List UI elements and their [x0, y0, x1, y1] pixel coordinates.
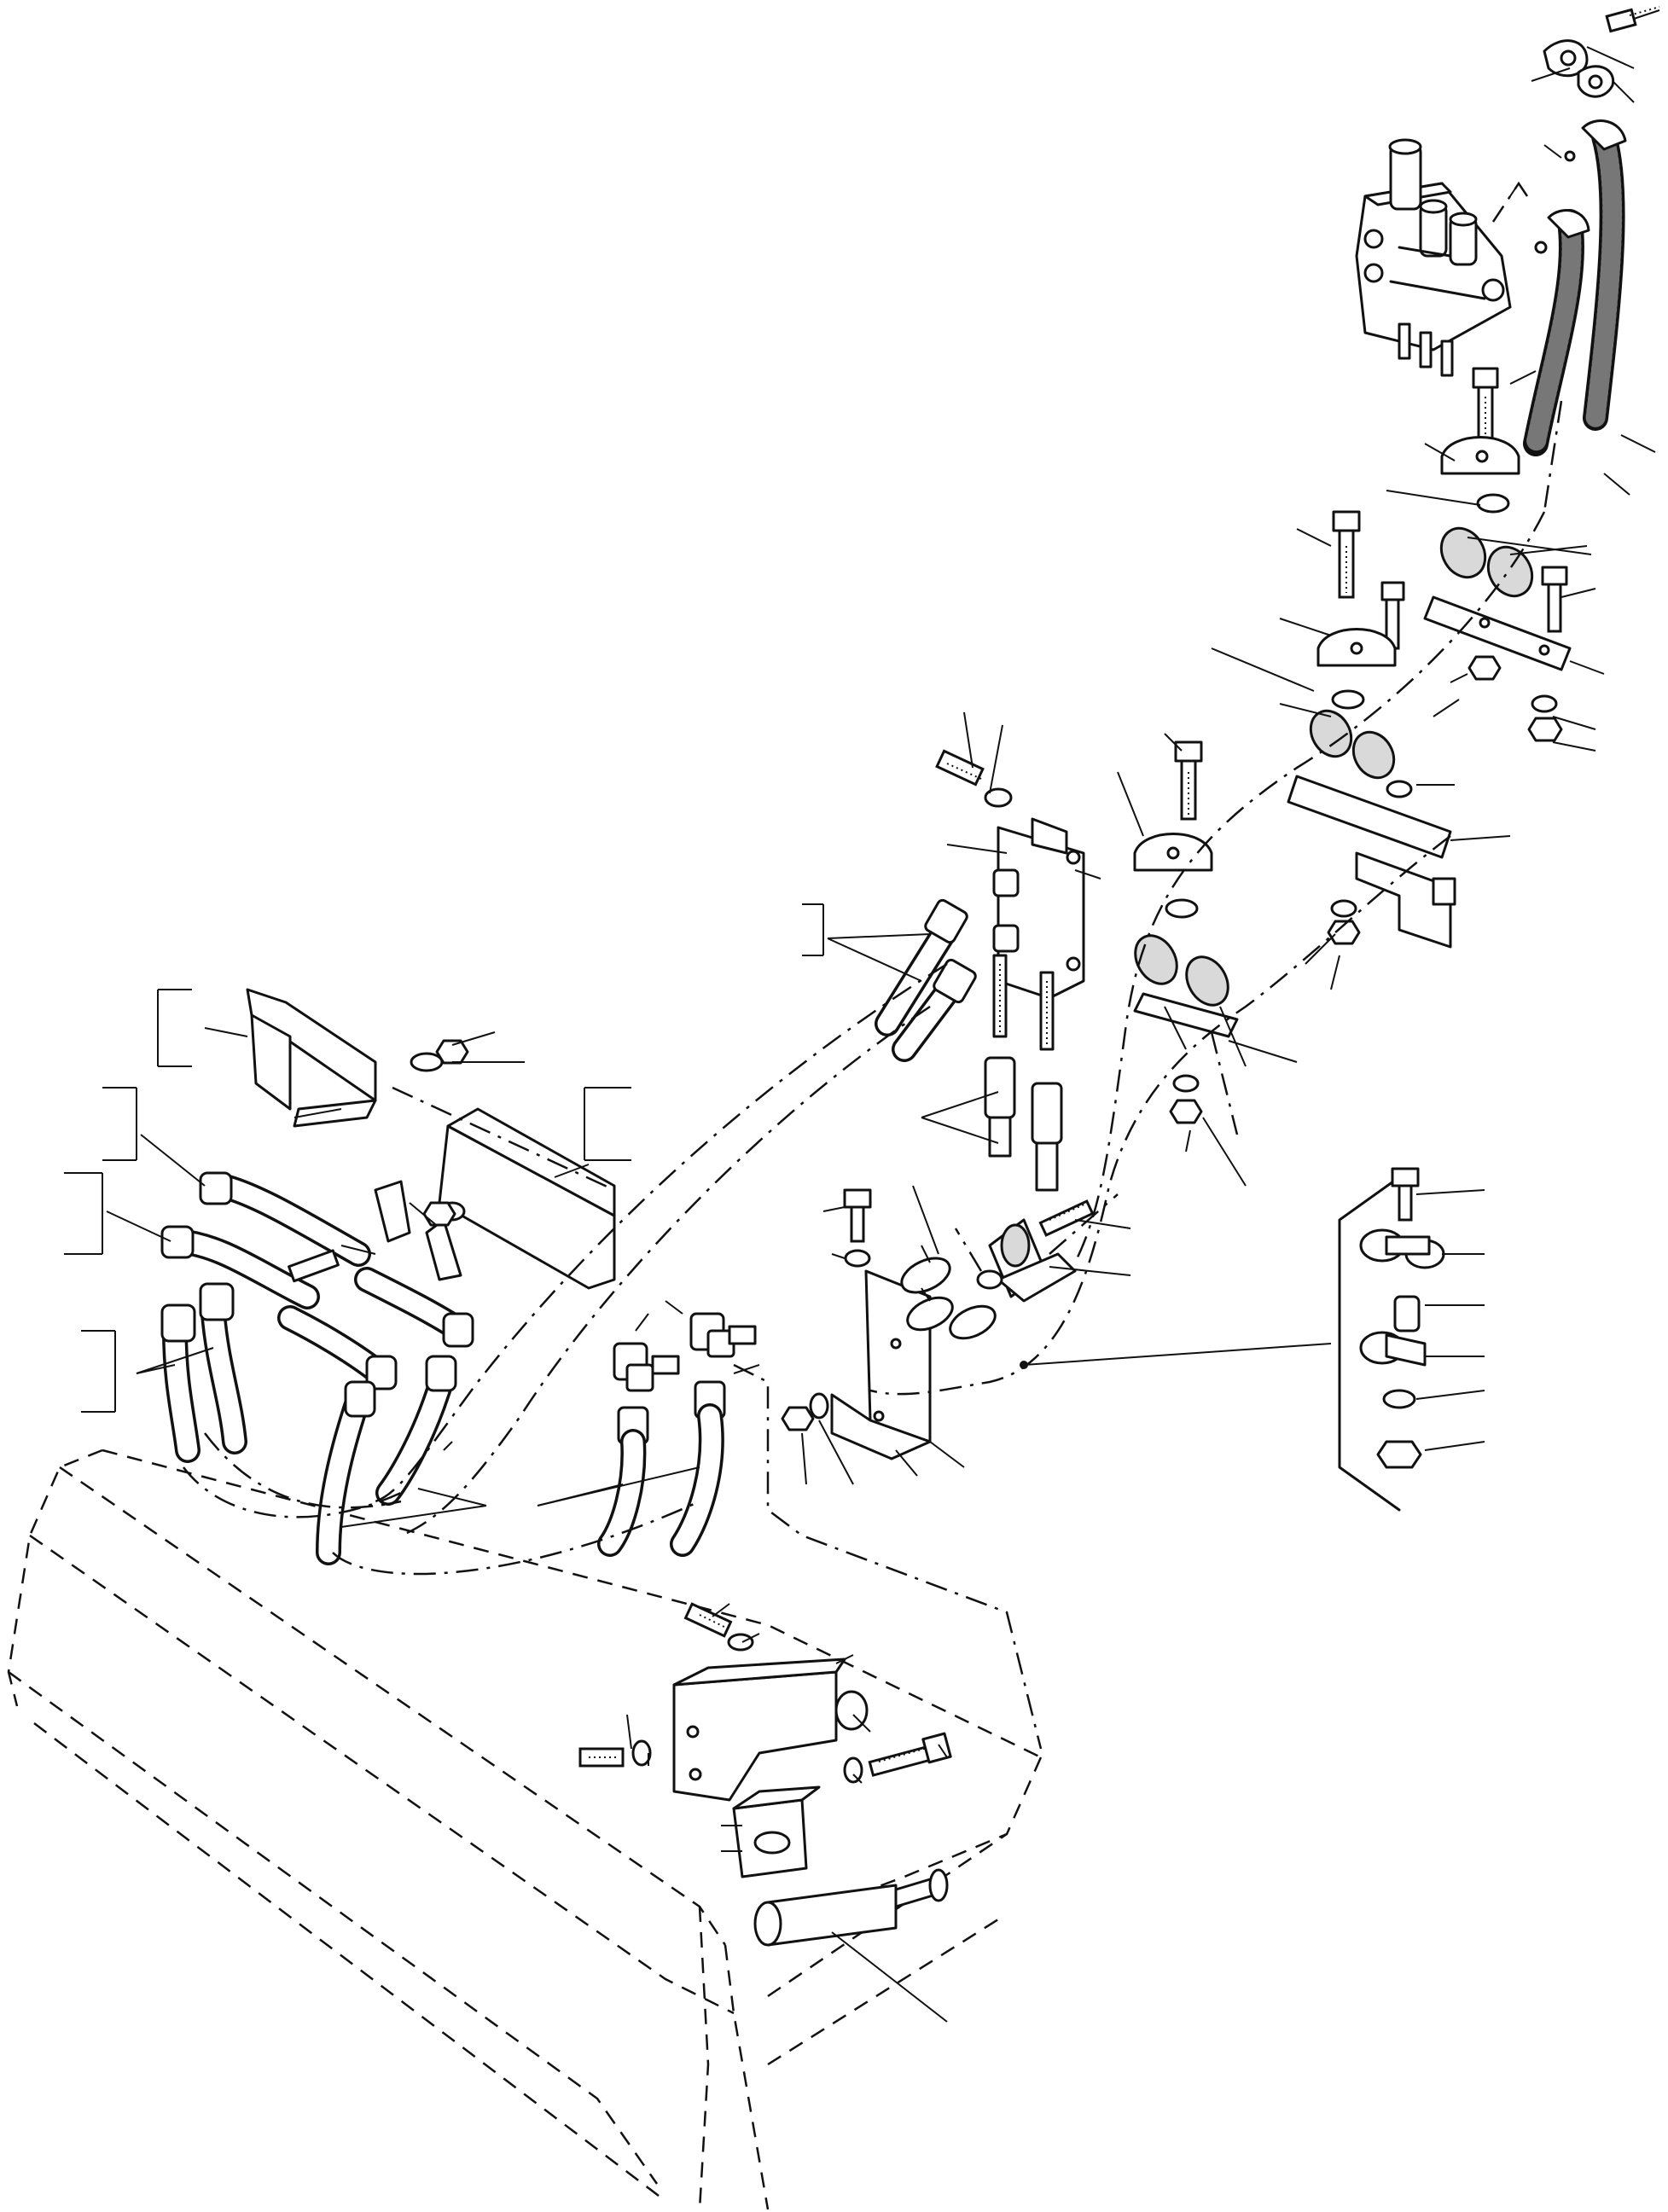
left-guard-plates	[246, 988, 616, 1290]
left-lower-hoses	[160, 1282, 457, 1565]
clamp-stack-middle	[1287, 628, 1456, 949]
pipe-clamps-lower	[900, 1199, 1095, 1340]
long-hoses	[1523, 119, 1627, 456]
dozer-blade	[7, 1449, 1043, 2210]
callout-leaders	[64, 9, 1660, 2023]
short-hoses-center	[875, 898, 977, 1062]
tee-fittings	[613, 1312, 757, 1445]
clamp-stack-upper	[1332, 367, 1572, 742]
control-valve	[1355, 138, 1512, 377]
top-fittings	[1534, 6, 1660, 254]
blade-support-bracket	[578, 1602, 952, 1878]
left-pipes	[160, 1171, 474, 1390]
routing-lines	[183, 181, 1563, 1750]
hoses-lower-center	[597, 1403, 724, 1557]
clamp-stack-lower	[1133, 740, 1239, 1124]
hydraulic-cylinder	[753, 1868, 949, 1947]
bulkhead-bracket	[935, 749, 1085, 1192]
detail-inset	[1020, 1167, 1445, 1512]
